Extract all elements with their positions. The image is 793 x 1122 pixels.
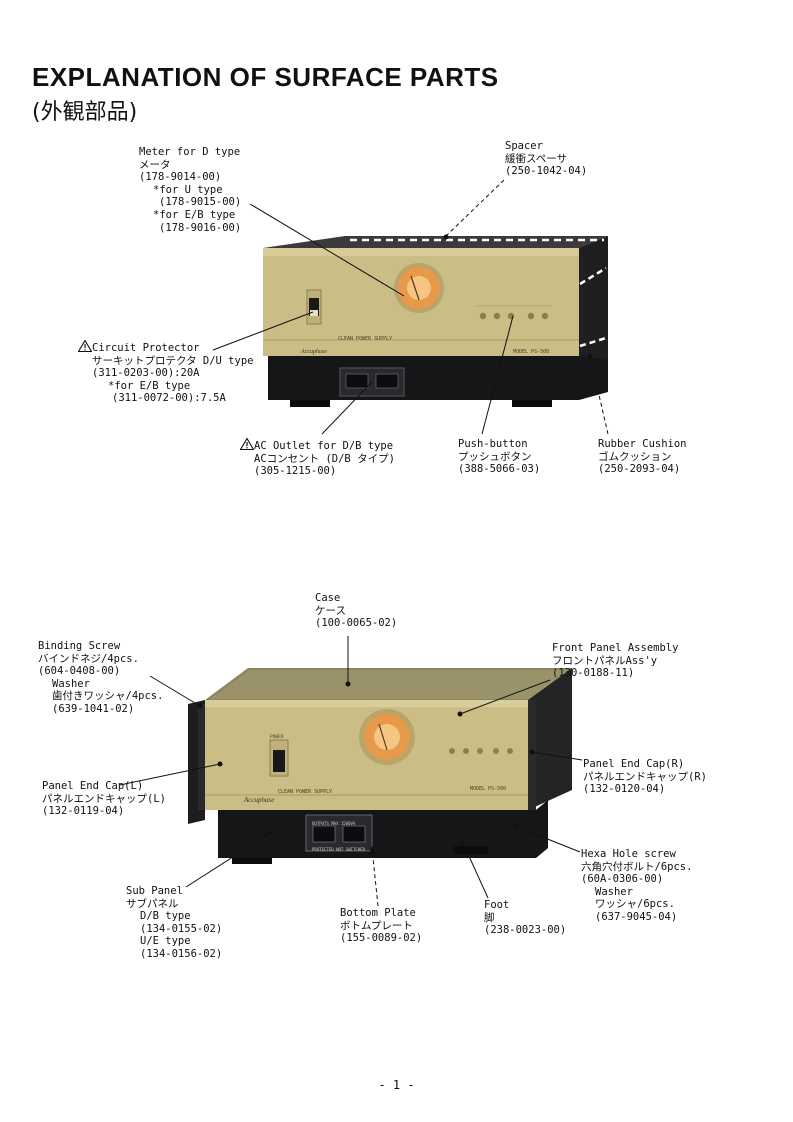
label-case: Case ケース (100-0065-02) <box>315 592 397 630</box>
label-binding-screw: Binding Screw バインドネジ/4pcs. (604-0408-00)… <box>38 640 163 716</box>
bottom-model-text: CLEAN POWER SUPPLY <box>278 786 332 799</box>
label-foot: Foot 脚 (238-0023-00) <box>484 899 566 937</box>
label-front-panel-assembly: Front Panel Assembly フロントパネルAss'y (130-0… <box>552 642 678 680</box>
label-bottom-plate: Bottom Plate ボトムプレート (155-0089-02) <box>340 907 422 945</box>
bottom-end-cap-right <box>528 700 536 810</box>
page-number: - 1 - <box>0 1078 793 1092</box>
bottom-outlet-sublabel: PROTECTED NOT SWITCHED <box>312 844 365 857</box>
label-hexa-hole-screw: Hexa Hole screw 六角穴付ボルト/6pcs. (60A-0306-… <box>581 848 692 924</box>
label-panel-end-cap-right: Panel End Cap(R) パネルエンドキャップ(R) (132-0120… <box>583 758 707 796</box>
bottom-power-label: POWER <box>270 732 284 745</box>
bottom-circuit-protector <box>273 750 285 772</box>
bottom-foot <box>454 846 488 854</box>
bottom-brand-logo: Accuphase <box>244 794 274 807</box>
bottom-model-id: MODEL PS-500 <box>470 783 506 796</box>
label-panel-end-cap-left: Panel End Cap(L) パネルエンドキャップ(L) (132-0119… <box>42 780 166 818</box>
label-sub-panel: Sub Panel サブパネル D/B type (134-0155-02) U… <box>126 885 222 961</box>
bottom-end-cap-left <box>198 704 205 810</box>
bottom-outlet-label: OUTPUTS MAX 1500VA <box>312 818 355 831</box>
